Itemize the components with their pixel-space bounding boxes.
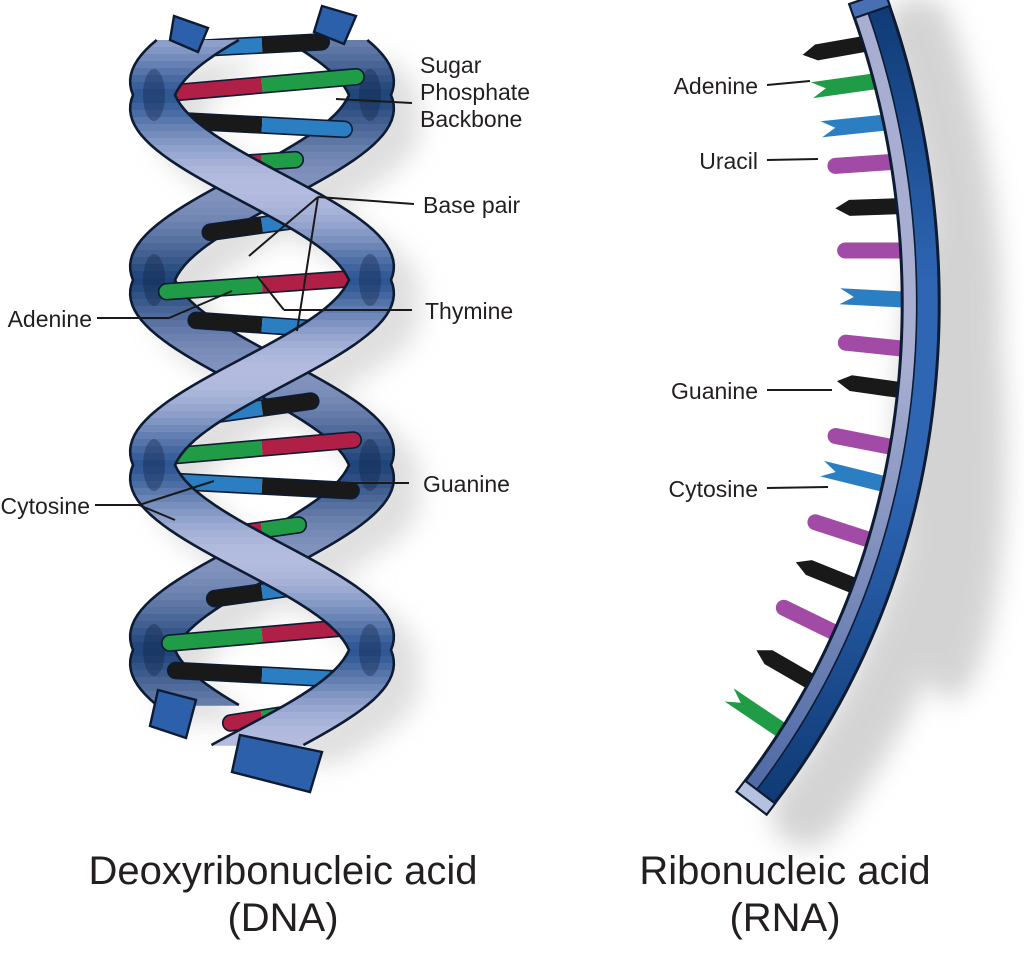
caption-rna: Ribonucleic acid (RNA) (585, 848, 985, 942)
label-base-pair: Base pair (423, 192, 521, 218)
label-sugar-phosphate-backbone: Sugar Phosphate Backbone (420, 52, 530, 133)
label-guanine-dna: Guanine (423, 471, 510, 497)
label-guanine-rna: Guanine (671, 378, 758, 404)
caption-dna-line2: (DNA) (227, 896, 339, 940)
caption-rna-line1: Ribonucleic acid (639, 849, 931, 893)
label-cytosine-dna: Cytosine (0, 493, 90, 519)
label-thymine: Thymine (425, 298, 514, 324)
base-pair-rung (171, 111, 353, 139)
dna-ribbon-ends (148, 4, 358, 794)
label-cytosine-rna: Cytosine (668, 476, 758, 502)
label-adenine-rna: Adenine (673, 73, 758, 99)
caption-dna: Deoxyribonucleic acid (DNA) (23, 848, 543, 942)
leader-lines (95, 80, 832, 521)
caption-dna-line1: Deoxyribonucleic acid (88, 849, 478, 893)
label-line: Sugar (420, 52, 482, 78)
label-line: Phosphate (420, 79, 530, 105)
label-adenine-dna: Adenine (7, 306, 92, 332)
caption-rna-line2: (RNA) (729, 896, 841, 940)
label-line: Backbone (420, 106, 523, 132)
rna-backbone (734, 0, 941, 817)
base-pair-rung (157, 269, 367, 301)
label-uracil-rna: Uracil (699, 148, 758, 174)
